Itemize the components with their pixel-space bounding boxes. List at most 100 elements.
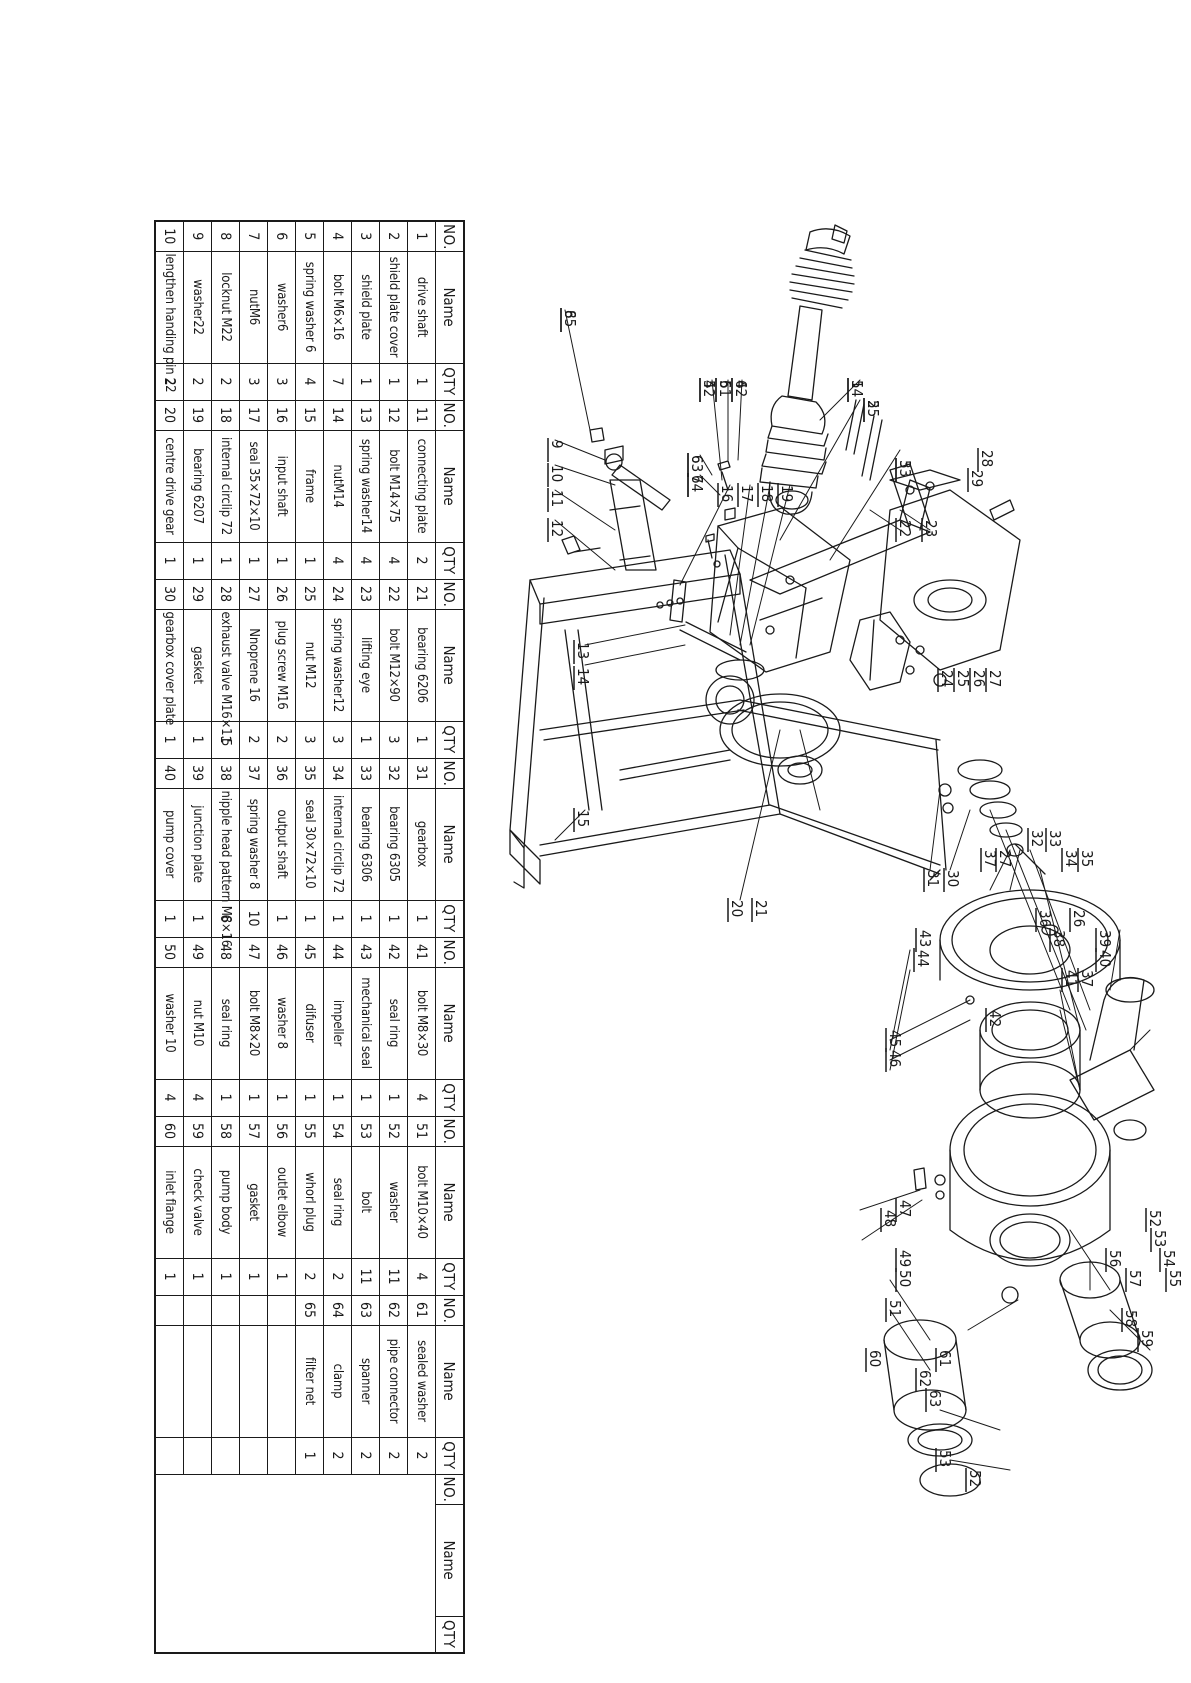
cell-name: pump body — [211, 1146, 240, 1258]
cell-name: bolt M12×90 — [379, 609, 408, 721]
cell-qty: 1 — [239, 1258, 268, 1295]
callout-number: 42 — [986, 1010, 1004, 1027]
header-no-6: NO. — [435, 1116, 464, 1146]
cell-qty: 1 — [155, 900, 184, 937]
callout-number: 33 — [1046, 830, 1064, 847]
cell-no: 47 — [239, 937, 268, 967]
cell-no: 59 — [183, 1116, 212, 1146]
cell-qty: 2 — [239, 721, 268, 758]
header-no-2: NO. — [435, 400, 464, 430]
header-qty-1: QTY — [435, 363, 464, 400]
cell-no: 14 — [323, 400, 352, 430]
cell-qty: 4 — [407, 1258, 436, 1295]
cell-qty: 1 — [211, 542, 240, 579]
header-name-6: Name — [435, 1146, 464, 1258]
callout-number: 32 — [1028, 830, 1046, 847]
callout-number: 2 — [864, 400, 882, 409]
cell-name: bearing 6207 — [183, 430, 212, 542]
cell-no: 39 — [183, 758, 212, 788]
cell-qty: 7 — [323, 363, 352, 400]
cell-no: 28 — [211, 579, 240, 609]
callout-number: 10 — [548, 465, 566, 482]
cell-no: 62 — [379, 1295, 408, 1325]
cell-name: bolt M14×75 — [379, 430, 408, 542]
cell-name — [183, 1325, 212, 1437]
callout-number: 39 — [1096, 930, 1114, 947]
cell-name: outlet elbow — [267, 1146, 296, 1258]
cell-qty: 1 — [295, 542, 324, 579]
cell-name: impeller — [323, 967, 352, 1079]
callout-number: 56 — [1106, 1250, 1124, 1267]
cell-name: sealed washer — [407, 1325, 436, 1437]
cell-qty: 1 — [211, 1079, 240, 1116]
cell-qty: 1 — [295, 1437, 324, 1474]
header-no-1: NO. — [435, 221, 464, 251]
pump-body-drawing — [913, 976, 1155, 1304]
callout-number: 63 — [926, 1390, 944, 1407]
callout-number: 58 — [1122, 1310, 1140, 1327]
cell-name: gearbox — [407, 788, 436, 900]
cell-qty: 1 — [155, 721, 184, 758]
cell-name: bolt — [351, 1146, 380, 1258]
cell-name — [267, 1325, 296, 1437]
cell-no: 31 — [407, 758, 436, 788]
callout-number: 53 — [896, 460, 914, 477]
callout-number: 50 — [896, 1270, 914, 1287]
cell-qty: 1 — [183, 542, 212, 579]
cell-qty: 1 — [407, 721, 436, 758]
cell-qty: 1 — [155, 1258, 184, 1295]
header-no-3: NO. — [435, 579, 464, 609]
gearbox-housing-drawing — [845, 399, 1021, 691]
header-no-8: NO. — [435, 1474, 464, 1504]
cell-qty: 1 — [323, 1079, 352, 1116]
callout-number: 34 — [1062, 850, 1080, 867]
cell-qty: 2 — [267, 721, 296, 758]
cell-no: 64 — [323, 1295, 352, 1325]
cell-no: 25 — [295, 579, 324, 609]
cell-name: seal 35×72×10 — [239, 430, 268, 542]
callout-number: 20 — [728, 900, 746, 917]
cell-name: mechanical seal — [351, 967, 380, 1079]
cell-qty: 3 — [295, 721, 324, 758]
header-qty-3: QTY — [435, 721, 464, 758]
callout-number: 1 — [848, 380, 866, 389]
cell-name: bolt M8×30 — [407, 967, 436, 1079]
callout-number: 16 — [718, 485, 736, 502]
callout-number: 62 — [916, 1370, 934, 1387]
cell-name: internal circlip 72 — [323, 788, 352, 900]
cell-no: 11 — [407, 400, 436, 430]
callout-number: 54 — [848, 380, 866, 397]
cell-name: nutM6 — [239, 251, 268, 363]
cell-qty: 1 — [295, 1079, 324, 1116]
header-name-4: Name — [435, 788, 464, 900]
callout-number: 37 — [1078, 970, 1096, 987]
callout-number: 35 — [1078, 850, 1096, 867]
callout-number: 23 — [922, 520, 940, 537]
cell-qty: 3 — [323, 721, 352, 758]
callout-number: 64 — [688, 475, 706, 492]
cell-name: whorl plug — [295, 1146, 324, 1258]
header-qty-2: QTY — [435, 542, 464, 579]
cell-name: drive shaft — [407, 251, 436, 363]
cell-qty: 1 — [379, 1079, 408, 1116]
cell-name: bearing 6206 — [407, 609, 436, 721]
cell-name: gasket — [239, 1146, 268, 1258]
cell-qty: 1 — [351, 721, 380, 758]
cell-name: difuser — [295, 967, 324, 1079]
cell-no: 49 — [183, 937, 212, 967]
cell-no: 2 — [379, 221, 408, 251]
callout-number: 26 — [970, 670, 988, 687]
callout-number: 26 — [1070, 910, 1088, 927]
cell-no: 52 — [379, 1116, 408, 1146]
cell-no: 43 — [351, 937, 380, 967]
drawing-geometry — [509, 224, 1155, 1497]
cell-qty: 1 — [407, 363, 436, 400]
cell-name: gearbox cover plate — [155, 609, 184, 725]
callout-number: 51 — [886, 1300, 904, 1317]
